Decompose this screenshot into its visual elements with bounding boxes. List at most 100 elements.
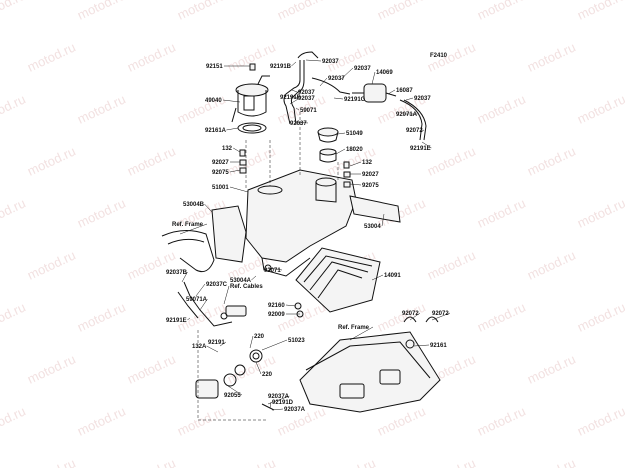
leader-line [271,408,284,411]
leader-line [371,71,376,85]
part-label: 49040 [205,98,222,104]
watermark-text: motod.ru [125,247,178,282]
watermark-text: motod.ru [25,247,78,282]
watermark-text: motod.ru [375,0,428,23]
clips [403,316,439,323]
leader-line [291,61,297,67]
part-label: 92072 [402,311,419,317]
watermark-text: motod.ru [0,299,28,334]
part-label: 92037 [328,76,345,82]
part-label: 53004A [230,278,252,284]
part-label: 92151 [206,64,223,70]
leader-line [229,186,249,193]
part-label: 51049 [346,131,363,137]
part-label: 92191 [208,340,225,346]
leader-line [291,89,298,93]
watermark-text: motod.ru [475,403,528,438]
watermark-text: motod.ru [0,91,28,126]
watermark-text: motod.ru [575,299,625,334]
part-label: 14069 [376,70,393,76]
part-label: 92037 [354,66,371,72]
part-label: 59071A [186,297,208,303]
leader-lines [179,59,451,411]
watermark-text: motod.ru [425,455,478,468]
part-label: 220 [262,372,273,378]
breather-hoses [283,51,427,141]
part-label: 92191D [272,400,294,406]
part-label: 51001 [212,185,229,191]
watermark-text: motod.ru [0,403,28,438]
part-label: 92037 [290,121,307,127]
part-label: 92055 [224,393,241,399]
part-label: Ref. Cables [230,284,263,290]
part-label: 53004B [183,202,205,208]
watermark-text: motod.ru [0,195,28,230]
part-label: 92075 [362,183,379,189]
leader-line [371,274,384,281]
watermark-text: motod.ru [375,299,428,334]
watermark-text: motod.ru [25,455,78,468]
part-label: 92027 [212,160,229,166]
part-label: 92037A [268,394,290,400]
part-label: 92072 [432,311,449,317]
part-label: 92191F [280,95,301,101]
leader-line [335,148,346,155]
watermark-text: motod.ru [475,0,528,23]
leader-line [333,97,344,100]
part-label: 92191E [410,146,431,152]
watermark-text: motod.ru [75,299,128,334]
leader-line [349,183,362,186]
leader-line [305,59,322,62]
leader-line [179,223,208,235]
filler-cap [317,127,339,163]
leader-line [222,99,241,103]
leader-line [387,89,396,95]
watermark-text: motod.ru [125,39,178,74]
leader-line [295,107,300,111]
leader-line [223,285,230,305]
part-label: 132 [222,146,233,152]
part-label: 92071 [264,268,281,274]
part-label: 51023 [288,338,305,344]
leader-line [227,385,243,396]
watermark-text: motod.ru [125,455,178,468]
watermark-text: motod.ru [375,403,428,438]
leader-line [187,317,191,321]
fuel-tank-guard [295,247,381,313]
leader-line [349,326,374,341]
part-label: 92037C [206,282,228,288]
watermark-text: motod.ru [75,403,128,438]
watermark-text: motod.ru [125,143,178,178]
part-label: 92027 [362,172,379,178]
watermark-text: motod.ru [225,455,278,468]
leader-line [267,395,290,405]
leader-line [255,361,262,375]
watermark-text: motod.ru [525,455,578,468]
leader-line [269,401,272,409]
part-label: 18020 [346,147,363,153]
watermark-text: motod.ru [225,351,278,386]
leader-line [181,271,188,283]
leader-line [413,344,430,347]
leader-line [249,335,254,349]
part-label: 132A [192,344,207,350]
leader-line [419,129,425,133]
leader-line [337,132,346,135]
part-label: 53004 [364,224,381,230]
side-cover-left [211,205,247,263]
leader-line [267,267,283,271]
diagram-code: F2410 [430,53,448,59]
leader-line [206,345,219,353]
part-label: 92075 [212,170,229,176]
leader-line [219,341,227,347]
part-label: 92037B [166,270,188,276]
fuel-cock-assembly [195,349,275,411]
part-label: 92191G [344,97,366,103]
watermark-text: motod.ru [425,143,478,178]
part-label: 92037 [298,90,315,96]
part-label: 92191B [270,64,292,70]
part-label: 220 [254,334,265,340]
watermark-text: motod.ru [175,403,228,438]
